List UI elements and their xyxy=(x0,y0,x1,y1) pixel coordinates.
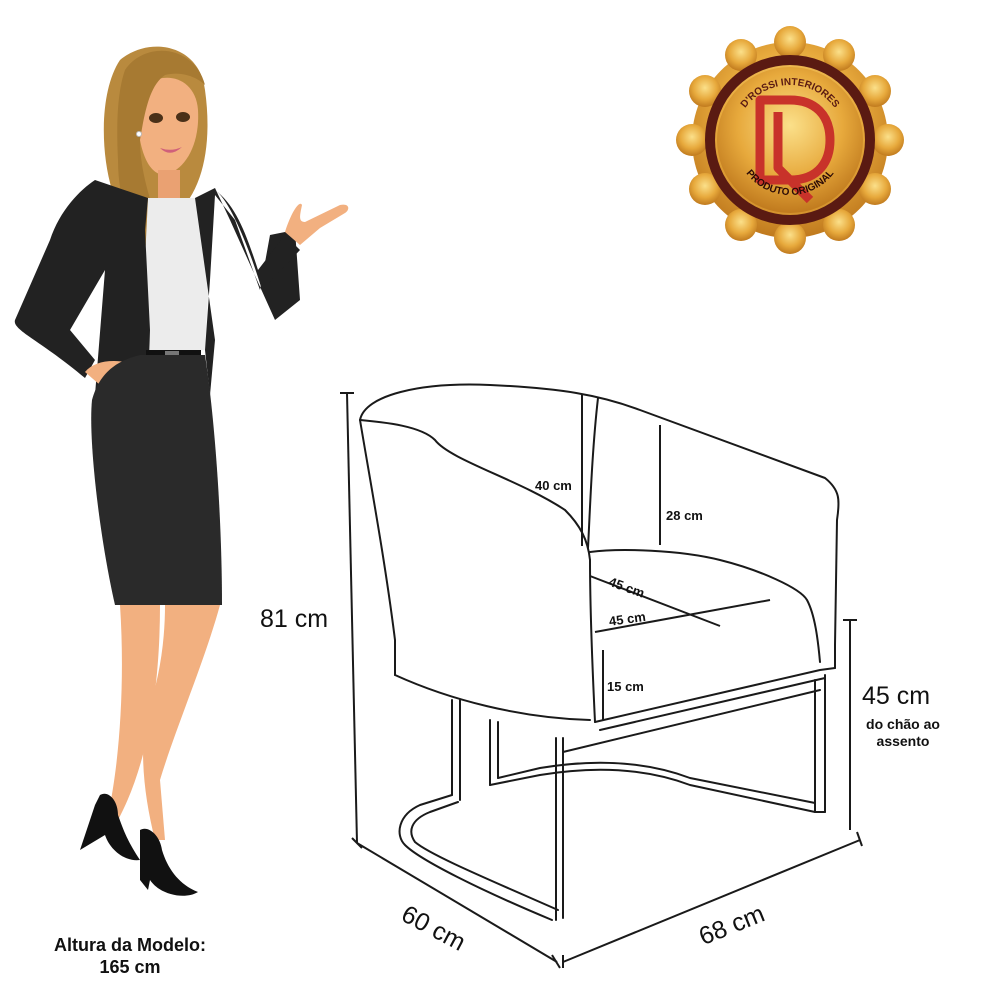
total-height-label: 81 cm xyxy=(260,605,329,633)
seat-height-note-line1: do chão ao xyxy=(866,716,940,732)
seat-height-note: do chão ao assento xyxy=(858,716,948,750)
model-height-caption: Altura da Modelo: 165 cm xyxy=(15,934,245,978)
model-caption-line2: 165 cm xyxy=(99,957,161,977)
backrest-height-label: 40 cm xyxy=(535,478,572,493)
armrest-height-label: 28 cm xyxy=(666,508,703,523)
cushion-thickness-label: 15 cm xyxy=(607,679,644,694)
seat-height-label: 45 cm xyxy=(862,682,931,710)
model-caption-line1: Altura da Modelo: xyxy=(54,935,206,955)
seat-height-note-line2: assento xyxy=(876,733,930,749)
